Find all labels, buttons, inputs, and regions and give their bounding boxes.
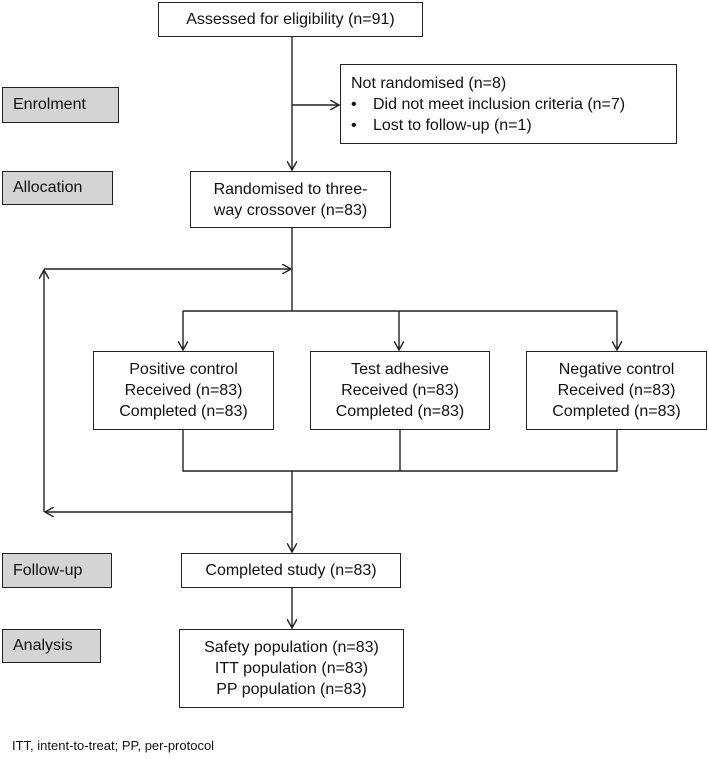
analysis-box: Safety population (n=83) ITT population … [179, 629, 404, 708]
arm-box-negative-control: Negative control Received (n=83) Complet… [526, 351, 707, 430]
list-item: •Lost to follow-up (n=1) [351, 116, 532, 134]
not-randomised-title: Not randomised (n=8) [351, 74, 507, 92]
not-randomised-box: Not randomised (n=8) •Did not meet inclu… [340, 64, 677, 144]
stage-allocation: Allocation [2, 171, 113, 205]
list-item: •Did not meet inclusion criteria (n=7) [351, 95, 626, 113]
assessed-box: Assessed for eligibility (n=91) [158, 2, 423, 37]
stage-follow-up: Follow-up [2, 553, 112, 588]
completed-study-box: Completed study (n=83) [181, 553, 401, 588]
arm-box-test-adhesive: Test adhesive Received (n=83) Completed … [310, 351, 490, 430]
footnote: ITT, intent-to-treat; PP, per-protocol [12, 738, 215, 753]
randomised-box: Randomised to three- way crossover (n=83… [190, 171, 391, 228]
arm-box-positive-control: Positive control Received (n=83) Complet… [93, 351, 274, 430]
stage-enrolment: Enrolment [2, 87, 119, 123]
stage-analysis: Analysis [2, 629, 101, 663]
